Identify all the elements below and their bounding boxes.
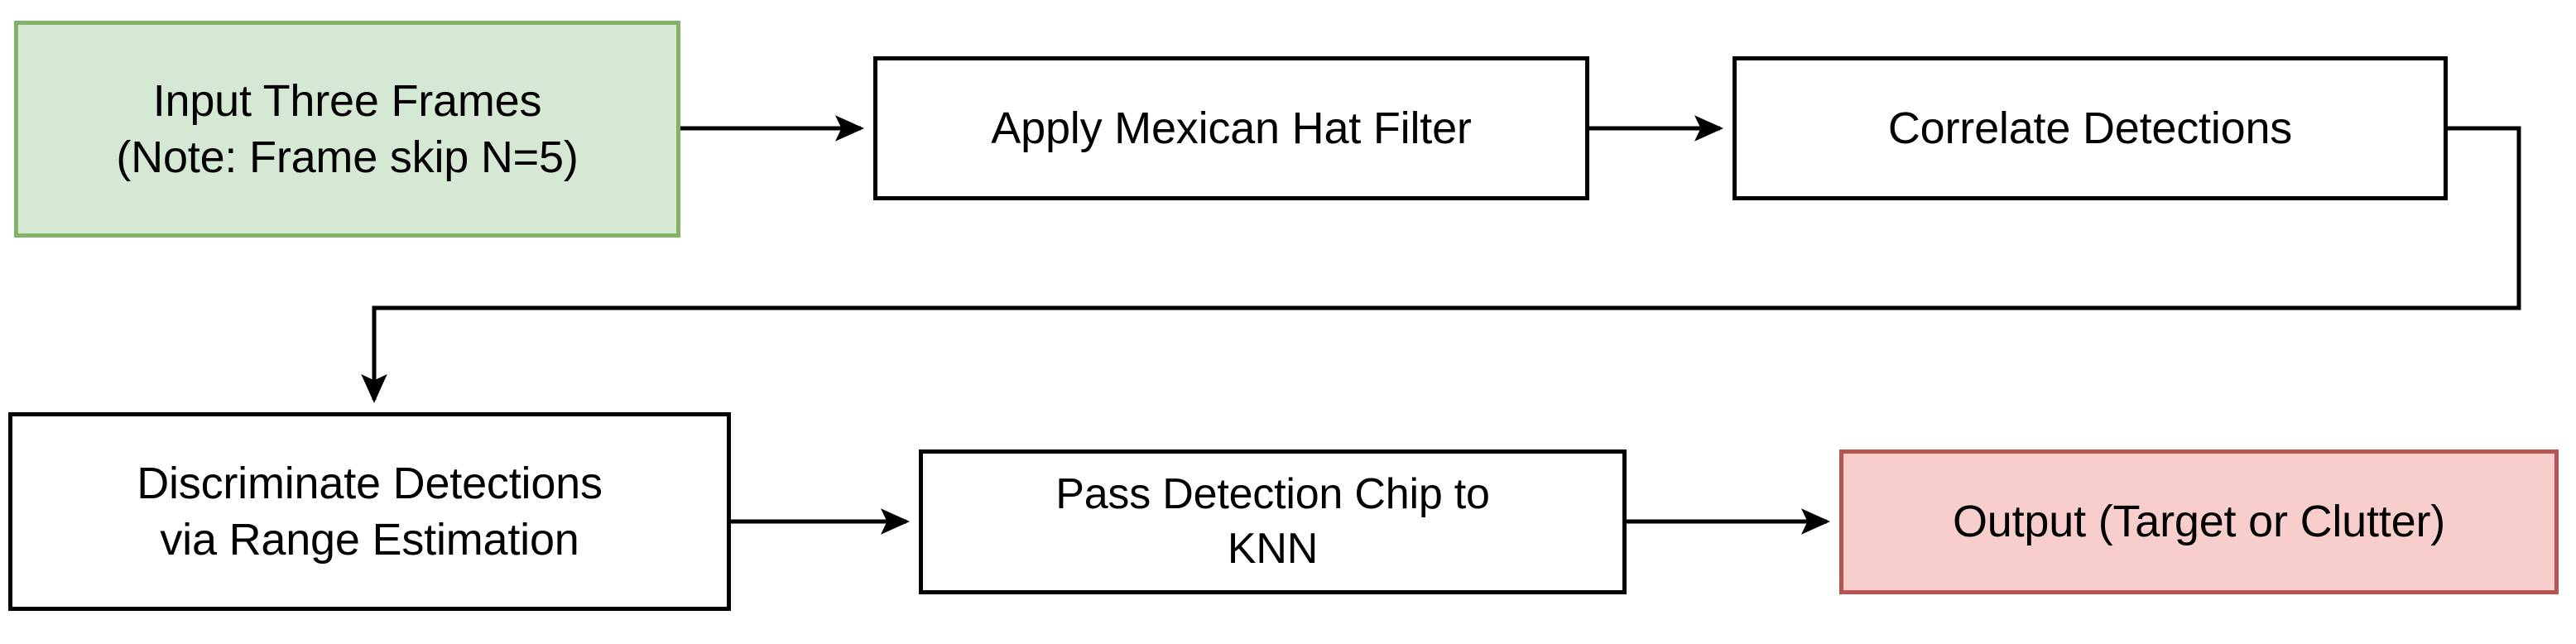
node-label-discriminate-detections-via-range-estimation: Discriminate Detections via Range Estima… — [137, 458, 603, 565]
node-discriminate-detections-via-range-estimation[interactable]: Discriminate Detections via Range Estima… — [8, 412, 731, 611]
node-apply-mexican-hat-filter[interactable]: Apply Mexican Hat Filter — [873, 56, 1589, 200]
node-correlate-detections[interactable]: Correlate Detections — [1733, 56, 2448, 200]
node-label-pass-detection-chip-to-knn: Pass Detection Chip to KNN — [1055, 469, 1490, 573]
node-label-correlate-detections: Correlate Detections — [1887, 103, 2293, 153]
node-label-input-three-frames: Input Three Frames (Note: Frame skip N=5… — [116, 75, 579, 182]
node-input-three-frames[interactable]: Input Three Frames (Note: Frame skip N=5… — [14, 21, 680, 238]
node-pass-detection-chip-to-knn[interactable]: Pass Detection Chip to KNN — [919, 449, 1627, 594]
node-label-output-target-or-clutter: Output (Target or Clutter) — [1952, 497, 2446, 547]
node-output-target-or-clutter[interactable]: Output (Target or Clutter) — [1839, 449, 2559, 594]
node-label-apply-mexican-hat-filter: Apply Mexican Hat Filter — [991, 103, 1472, 153]
